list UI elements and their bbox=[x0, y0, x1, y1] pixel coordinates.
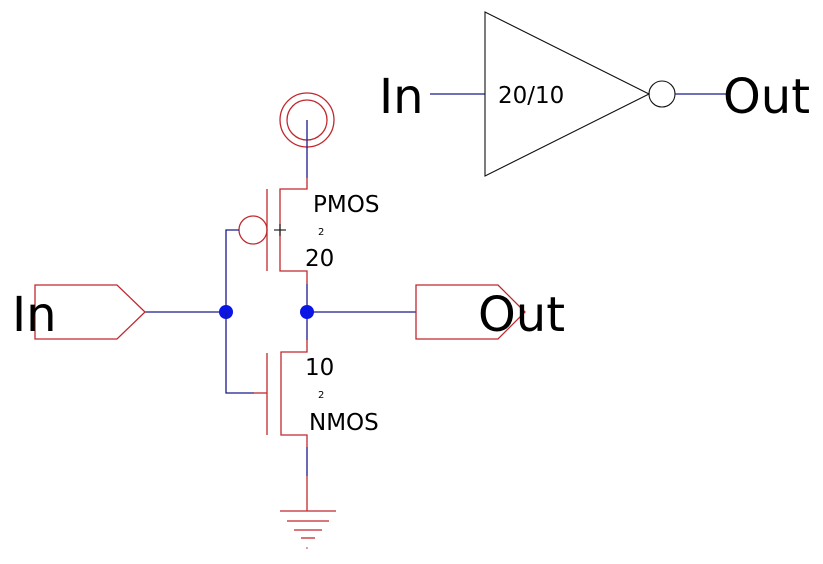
nmos-type-label: NMOS bbox=[309, 410, 379, 436]
nmos-length-label: 2 bbox=[318, 390, 324, 401]
pmos-channel bbox=[279, 178, 308, 284]
input-pin-label: In bbox=[12, 287, 57, 343]
pmos-type-label: PMOS bbox=[313, 192, 379, 218]
inverter-triangle bbox=[484, 11, 651, 177]
output-pin: Out bbox=[415, 284, 565, 343]
input-pin: In bbox=[12, 284, 146, 343]
symbol-output-label: Out bbox=[723, 69, 810, 125]
ground-symbol bbox=[280, 476, 336, 549]
nmos-channel bbox=[280, 340, 308, 447]
pmos-gate-bubble bbox=[238, 215, 268, 245]
input-pin-shape bbox=[34, 284, 146, 340]
nmos-gate-wire bbox=[225, 312, 254, 394]
output-pin-label: Out bbox=[478, 287, 565, 343]
inverter-bubble bbox=[648, 80, 676, 108]
output-pin-shape bbox=[415, 284, 526, 340]
pmos-transistor: PMOS 2 20 bbox=[238, 178, 379, 284]
symbol-size-ratio: 20/10 bbox=[498, 83, 564, 109]
nmos-width-label: 10 bbox=[305, 355, 334, 381]
output-junction-node bbox=[300, 305, 314, 319]
pmos-gate-wire bbox=[225, 229, 239, 312]
nmos-transistor: 10 2 NMOS bbox=[254, 340, 379, 447]
symbol-input-label: In bbox=[379, 69, 424, 125]
pmos-width-label: 20 bbox=[305, 246, 334, 272]
inverter-symbol: In 20/10 Out bbox=[379, 11, 810, 177]
pmos-length-label: 2 bbox=[318, 227, 324, 238]
ground-dot bbox=[306, 547, 308, 549]
